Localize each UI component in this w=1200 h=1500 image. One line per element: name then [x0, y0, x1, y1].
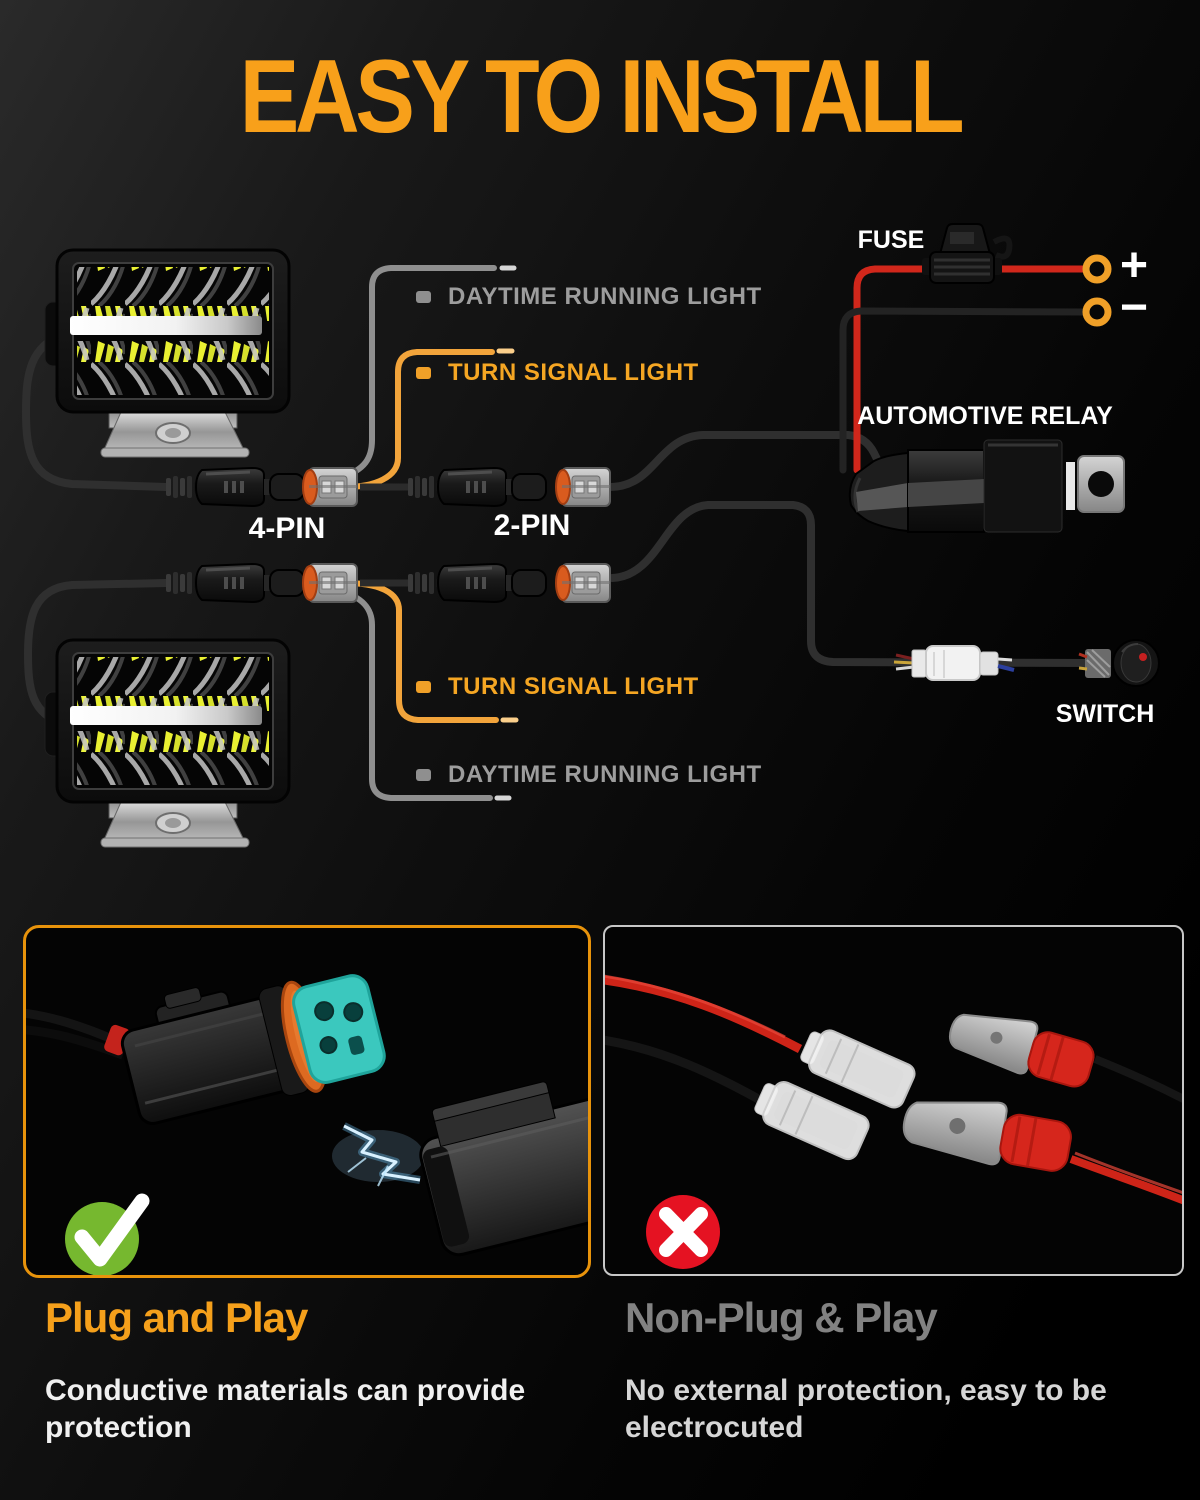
good-heading: Plug and Play: [45, 1294, 308, 1341]
female-spade-terminal: [800, 1029, 916, 1109]
drl-wire-bottom: [337, 588, 493, 801]
pod2-feed-wire: [23, 579, 170, 728]
four-pin-connector-row1: [164, 466, 306, 508]
four-pin-connector-row2: [164, 562, 306, 604]
spark-effect: [343, 1124, 421, 1182]
bullet-icon: [416, 367, 431, 379]
dt-connector2-row2: [555, 563, 611, 603]
led-pod-2: [43, 638, 291, 849]
dt-connector-row2: [302, 563, 358, 603]
inline-connector-icon: [893, 645, 1015, 681]
two-pin-connector-row2: [406, 562, 548, 604]
negative-terminal-label: −: [1120, 281, 1149, 334]
led-pod-1: [43, 248, 291, 459]
positive-terminal-label: +: [1120, 239, 1149, 292]
relay-icon: [848, 439, 1125, 533]
fuse-label: FUSE: [857, 226, 925, 254]
switch-wire: [608, 501, 1094, 667]
male-spade-terminal: [902, 1101, 1072, 1172]
bullet-icon: [416, 291, 431, 303]
plug-and-play-panel: [23, 925, 591, 1278]
pod1-feed-wire: [21, 330, 170, 491]
two-pin-label: 2-PIN: [493, 509, 571, 542]
dt-connector2-row1: [555, 467, 611, 507]
negative-wire: [839, 307, 1087, 474]
good-caption: Plug and Play Conductive materials can p…: [45, 1294, 593, 1446]
ring-terminal-positive: [1082, 254, 1112, 284]
male-spade-terminal: [948, 1013, 1095, 1088]
turn-signal-light-label-bottom: TURN SIGNAL LIGHT: [416, 673, 699, 701]
cross-icon: [646, 1195, 720, 1269]
non-plug-panel: [603, 925, 1184, 1276]
drl-wire-top: [337, 265, 497, 481]
wiring-diagram: [21, 223, 1160, 849]
check-icon: [65, 1193, 150, 1275]
turn-signal-light-label-top: TURN SIGNAL LIGHT: [416, 359, 699, 387]
dt-connector-photo: [26, 974, 588, 1257]
harness-trunk-wire-1: [606, 431, 886, 491]
female-spade-terminal: [754, 1080, 870, 1161]
bullet-icon: [416, 681, 431, 693]
switch-label: SWITCH: [1055, 700, 1155, 728]
dt-connector-row1: [302, 467, 358, 507]
good-description: Conductive materials can provide protect…: [45, 1374, 526, 1445]
daytime-running-light-label-top: DAYTIME RUNNING LIGHT: [416, 283, 762, 311]
two-pin-connector-row1: [406, 466, 548, 508]
bad-heading: Non-Plug & Play: [625, 1294, 938, 1341]
bad-caption: Non-Plug & Play No external protection, …: [625, 1294, 1173, 1446]
relay-terminal-pin: [1066, 462, 1075, 510]
positive-wire: [853, 265, 1087, 474]
bad-description: No external protection, easy to be elect…: [625, 1374, 1107, 1445]
rocker-switch-icon: [1078, 639, 1160, 687]
fuse-icon: [922, 223, 1013, 284]
daytime-running-light-label-bottom: DAYTIME RUNNING LIGHT: [416, 761, 762, 789]
spade-terminals-photo: [605, 974, 1182, 1205]
ring-terminal-negative: [1082, 297, 1112, 327]
four-pin-label: 4-PIN: [248, 512, 326, 545]
automotive-relay-label: AUTOMOTIVE RELAY: [857, 402, 1113, 430]
bullet-icon: [416, 769, 431, 781]
page-title: EASY TO INSTALL: [239, 39, 965, 155]
